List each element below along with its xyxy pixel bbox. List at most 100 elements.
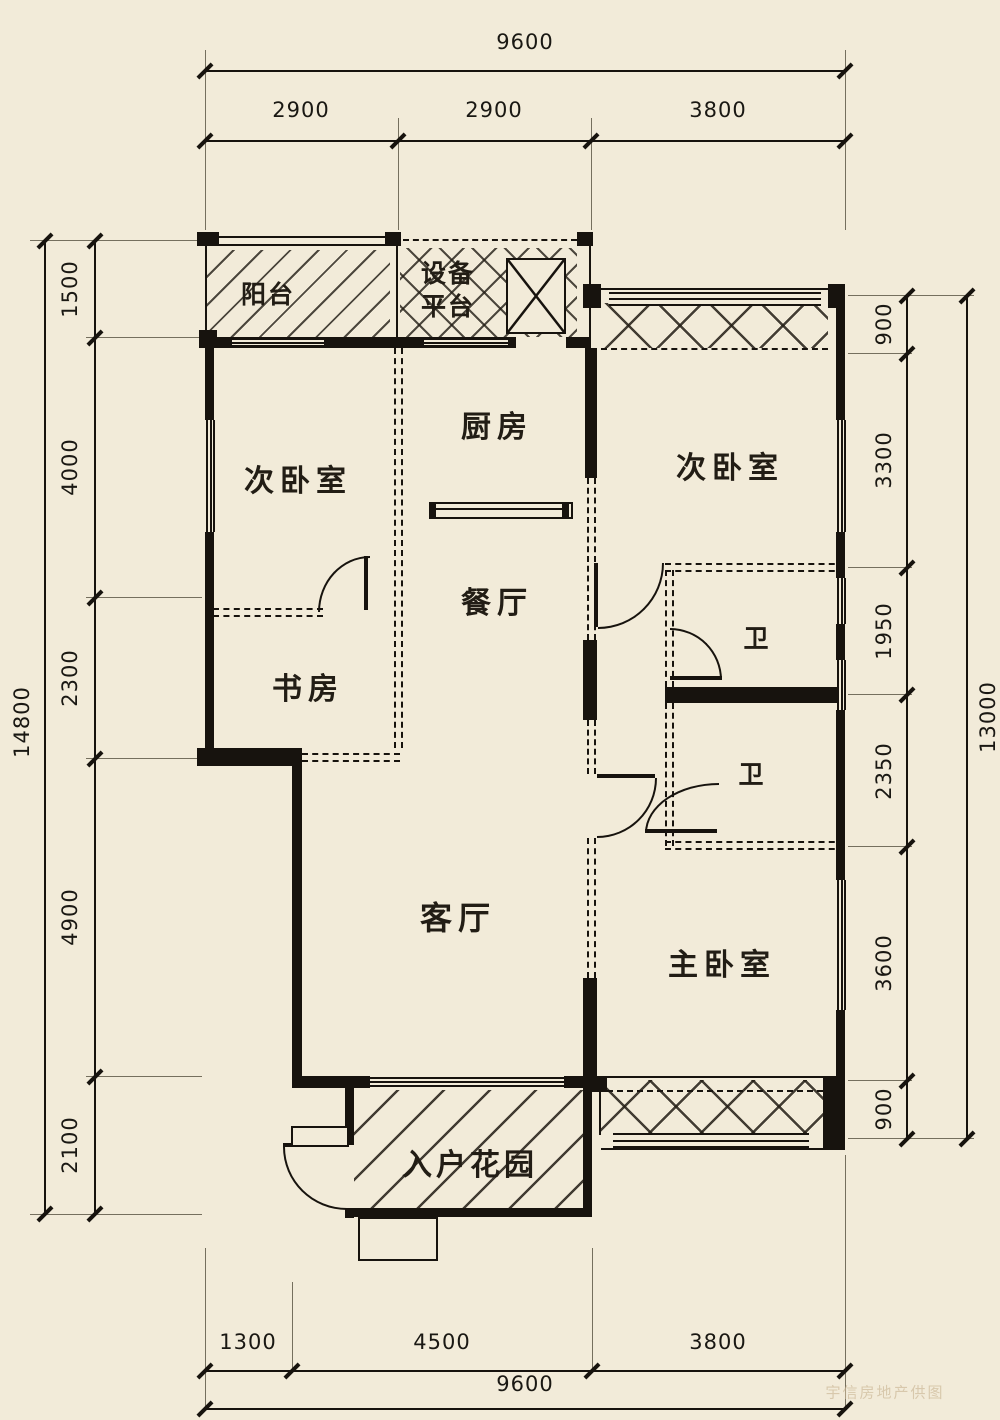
ac-platform-bottom-hatch bbox=[601, 1080, 823, 1133]
dim-line-left-segments bbox=[94, 240, 96, 1216]
counter-cap bbox=[562, 502, 569, 517]
window bbox=[613, 1133, 809, 1148]
wall bbox=[292, 1076, 370, 1088]
door-arc-bath-upper bbox=[670, 628, 722, 680]
door-arc-bedroom-right bbox=[598, 563, 664, 629]
door-arc-bath-lower bbox=[645, 783, 719, 833]
extension-line bbox=[86, 1076, 202, 1077]
extension-line bbox=[848, 1138, 974, 1139]
dim-left-seg-4: 4900 bbox=[58, 888, 82, 946]
strip-dashed-line bbox=[607, 1090, 823, 1094]
wall bbox=[836, 624, 845, 660]
dim-right-seg-6: 900 bbox=[872, 1087, 896, 1131]
strip-bottom-line bbox=[601, 1148, 823, 1150]
equipment-x-mark bbox=[507, 259, 565, 333]
entry-garden-hatch bbox=[354, 1090, 583, 1208]
dim-line-right-segments bbox=[906, 295, 908, 1140]
wall bbox=[564, 1076, 597, 1088]
dim-line-bottom-total bbox=[205, 1408, 847, 1410]
partition-dashed bbox=[587, 838, 596, 978]
dim-right-seg-3: 1950 bbox=[872, 602, 896, 660]
wall-study-south bbox=[197, 748, 302, 766]
wall bbox=[566, 337, 591, 348]
window bbox=[206, 420, 215, 532]
dim-line-top-total bbox=[205, 70, 847, 72]
window bbox=[232, 338, 324, 347]
dim-right-seg-5: 3600 bbox=[872, 934, 896, 992]
dim-line-left-total bbox=[44, 240, 46, 1216]
strip-left-line bbox=[599, 1078, 601, 1135]
door-arc-entry bbox=[283, 1147, 347, 1210]
extension-line bbox=[848, 353, 912, 354]
room-label-study: 书房 bbox=[272, 672, 344, 707]
ac-platform-top-edge bbox=[601, 288, 828, 290]
partition-dashed bbox=[213, 608, 323, 617]
room-label-master: 主卧室 bbox=[668, 948, 776, 983]
window bbox=[837, 660, 846, 710]
strip-top-line bbox=[607, 1076, 823, 1078]
extension-line bbox=[848, 846, 912, 847]
dim-left-seg-3: 2300 bbox=[58, 649, 82, 707]
door-leaf bbox=[594, 563, 598, 627]
dim-top-seg-1: 2900 bbox=[272, 98, 330, 122]
door-leaf bbox=[597, 774, 655, 778]
dim-top-seg-2: 2900 bbox=[465, 98, 523, 122]
ac-platform-top-hatch bbox=[601, 303, 828, 348]
dim-line-right-total bbox=[966, 295, 968, 1140]
dim-bottom-seg-1: 1300 bbox=[219, 1330, 277, 1354]
partition-dashed bbox=[587, 720, 596, 774]
window bbox=[837, 880, 846, 1010]
wall bbox=[205, 532, 214, 754]
dim-line-bottom-segments bbox=[205, 1370, 847, 1372]
dim-bottom-total: 9600 bbox=[496, 1372, 554, 1396]
column-block bbox=[385, 232, 401, 246]
watermark: 宇信房地产供图 bbox=[825, 1383, 945, 1402]
column-block bbox=[823, 1076, 845, 1150]
wall bbox=[836, 710, 845, 880]
extension-line bbox=[848, 295, 974, 296]
room-label-bedroom-left: 次卧室 bbox=[244, 464, 352, 499]
extension-line bbox=[591, 118, 592, 230]
balcony-rail-line bbox=[219, 244, 385, 246]
extension-line bbox=[398, 118, 399, 230]
bath-lower-south-dashed bbox=[665, 841, 845, 850]
counter-cap bbox=[429, 502, 436, 517]
door-leaf bbox=[645, 829, 717, 833]
dim-top-seg-3: 3800 bbox=[689, 98, 747, 122]
window bbox=[837, 578, 846, 624]
room-label-dining: 餐厅 bbox=[461, 586, 533, 621]
extension-line bbox=[30, 1214, 202, 1215]
balcony-left-edge bbox=[205, 236, 207, 337]
wall-garden-south bbox=[345, 1208, 592, 1217]
dim-right-seg-4: 2350 bbox=[872, 742, 896, 800]
wall-bath-divider bbox=[665, 687, 845, 703]
window bbox=[370, 1077, 564, 1087]
wall-garden-west bbox=[345, 1088, 354, 1145]
door-leaf bbox=[364, 556, 368, 610]
wall bbox=[583, 640, 597, 720]
dim-right-seg-2: 3300 bbox=[872, 431, 896, 489]
dim-left-seg-2: 4000 bbox=[58, 438, 82, 496]
window bbox=[424, 338, 508, 347]
balcony-hatch bbox=[207, 250, 390, 337]
dim-right-total: 13000 bbox=[976, 681, 1000, 753]
extension-line bbox=[86, 597, 202, 598]
room-label-bath-upper: 卫 bbox=[743, 624, 771, 653]
bath-lower-west-dashed bbox=[665, 703, 674, 846]
extension-line bbox=[848, 567, 912, 568]
door-arc-bedroom-left bbox=[318, 556, 370, 612]
balcony-equipment-divider bbox=[396, 240, 398, 340]
extension-line bbox=[86, 758, 202, 759]
room-label-bath-lower: 卫 bbox=[738, 760, 766, 789]
dim-left-seg-5: 2100 bbox=[58, 1116, 82, 1174]
room-label-equipment-1: 设备 bbox=[420, 259, 476, 288]
wall bbox=[585, 348, 597, 478]
extension-line bbox=[845, 1155, 846, 1410]
wall bbox=[836, 532, 845, 578]
dim-line-top-segments bbox=[205, 140, 847, 142]
equipment-unit-box bbox=[506, 258, 566, 334]
window bbox=[837, 420, 846, 532]
room-label-living: 客厅 bbox=[419, 899, 497, 937]
room-label-equipment-2: 平台 bbox=[420, 292, 476, 321]
